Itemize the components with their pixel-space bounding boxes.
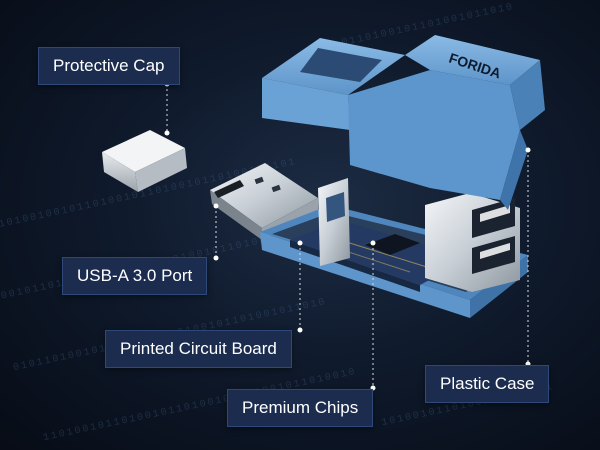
label-printed-circuit-board: Printed Circuit Board xyxy=(105,330,292,368)
usb-side-ports xyxy=(318,178,520,292)
label-premium-chips: Premium Chips xyxy=(227,389,374,427)
label-protective-cap: Protective Cap xyxy=(38,47,180,85)
plastic-case-top xyxy=(262,35,545,210)
leader-lines xyxy=(166,84,529,388)
label-usb-a-port: USB-A 3.0 Port xyxy=(62,257,208,295)
label-plastic-case: Plastic Case xyxy=(425,365,550,403)
chip-icon xyxy=(365,234,420,255)
protective-cap xyxy=(102,130,187,192)
